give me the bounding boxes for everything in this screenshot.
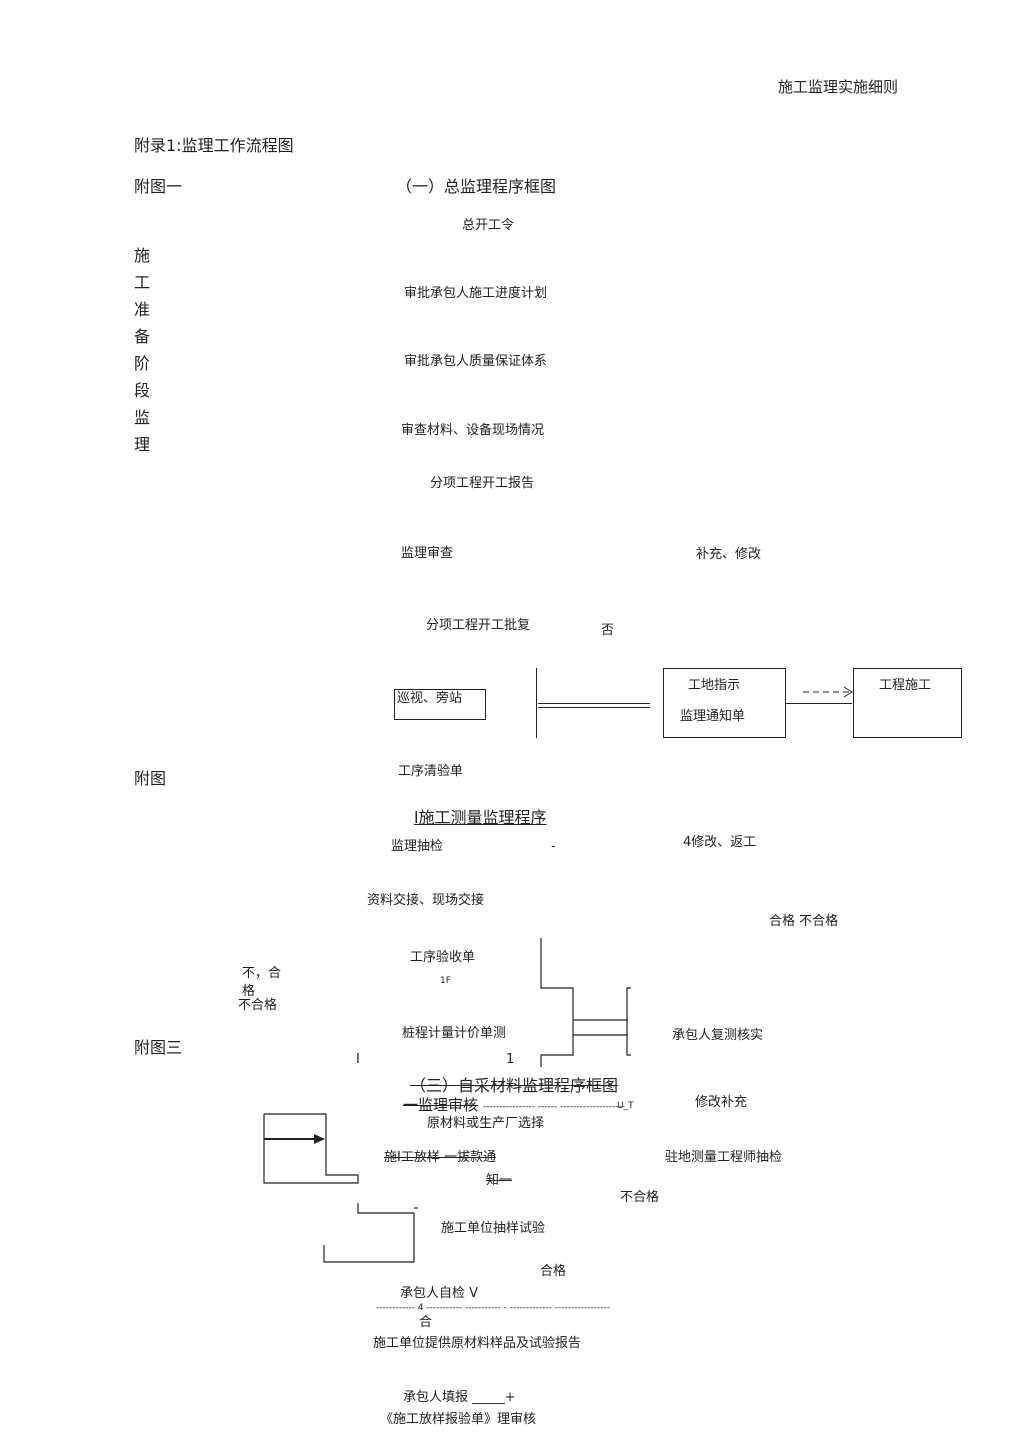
label-not-pass-a: 不，合 bbox=[242, 966, 282, 981]
step-setting-out: 施I工放样 一拔款通 bbox=[384, 1150, 496, 1165]
fig3-heading: （三）自采材料监理程序框图 bbox=[410, 1076, 619, 1095]
step-process-acceptance: 工序验收单 bbox=[410, 950, 476, 965]
step-patrol-standby: 巡视、旁站 bbox=[397, 691, 463, 706]
step-provide-samples-report: 施工单位提供原材料样品及试验报告 bbox=[373, 1336, 582, 1351]
step-supplement-modify: 补充、修改 bbox=[696, 547, 762, 562]
dashed-separator: ------------ 4 ----------- ----------- -… bbox=[376, 1303, 610, 1313]
bracket-line bbox=[323, 1203, 415, 1263]
step-general-start-order: 总开工令 bbox=[462, 218, 515, 233]
step-material-selection: 原材料或生产厂选择 bbox=[427, 1116, 545, 1131]
step-approve-quality-system: 审批承包人质量保证体系 bbox=[404, 354, 548, 369]
step-approve-schedule: 审批承包人施工进度计划 bbox=[404, 286, 548, 301]
frame-line bbox=[263, 1113, 359, 1184]
step-contractor-resurvey: 承包人复测核实 bbox=[672, 1028, 764, 1043]
appendix-title: 附录1:监理工作流程图 bbox=[134, 136, 294, 155]
connector-line bbox=[538, 703, 650, 704]
connector-line bbox=[538, 707, 650, 708]
box-construction bbox=[853, 668, 962, 738]
step-subitem-start-report: 分项工程开工报告 bbox=[430, 476, 535, 491]
label-not-pass-b: 格 bbox=[242, 984, 256, 999]
label-pass: 合格 bbox=[540, 1264, 567, 1279]
phase-char: 准 bbox=[134, 300, 151, 319]
step-process-check-sheet: 工序清验单 bbox=[398, 764, 464, 779]
step-notice-tail: 知一 bbox=[486, 1173, 513, 1188]
fig2-heading: l施工测量监理程序 bbox=[414, 808, 547, 827]
document-header-title: 施工监理实施细则 bbox=[778, 78, 899, 96]
step-construction: 工程施工 bbox=[879, 678, 932, 693]
label-pass-short: 合 bbox=[419, 1315, 433, 1330]
step-data-site-handover: 资料交接、现场交接 bbox=[367, 893, 485, 908]
fig2-label: 附图 bbox=[134, 769, 167, 788]
phase-char: 施 bbox=[134, 246, 151, 265]
divider-line bbox=[536, 668, 537, 738]
small-mark: I bbox=[356, 1052, 360, 1067]
label-not-pass-c: 不合格 bbox=[238, 998, 278, 1013]
dash-mark: - bbox=[551, 839, 556, 854]
step-modify-rework: 4修改、返工 bbox=[683, 835, 757, 850]
phase-char: 阶 bbox=[134, 354, 151, 373]
label-pass-fail: 合格 不合格 bbox=[769, 914, 839, 929]
step-contractor-self-check: 承包人自检 V bbox=[400, 1286, 479, 1301]
arrow-head-icon bbox=[314, 1134, 325, 1144]
phase-label-vertical: 施 工 准 备 阶 段 监 理 bbox=[134, 242, 154, 458]
phase-char: 监 bbox=[134, 408, 151, 427]
dashed-separator: ---------------- ------ ----------------… bbox=[483, 1102, 626, 1112]
bracket-line bbox=[626, 987, 631, 1056]
step-measurement-pricing: 桩程计量计价单测 bbox=[402, 1026, 507, 1041]
box-patrol bbox=[394, 689, 486, 720]
fig3-label: 附图三 bbox=[134, 1038, 183, 1057]
step-site-instruction: 工地指示 bbox=[688, 678, 741, 693]
step-resident-survey-check: 驻地测量工程师抽检 bbox=[665, 1150, 783, 1165]
step-contractor-submit: 承包人填报 _____+ bbox=[403, 1390, 516, 1405]
arrow-head-icon bbox=[843, 686, 853, 698]
label-fail: 不合格 bbox=[620, 1190, 660, 1205]
phase-char: 备 bbox=[134, 327, 151, 346]
step-modify-supplement: 修改补充 bbox=[695, 1095, 748, 1110]
small-mark: 1 bbox=[506, 1052, 515, 1067]
step-supervision-review: 监理审查 bbox=[401, 546, 454, 561]
phase-char: 理 bbox=[134, 435, 151, 454]
step-inspect-materials: 审查材料、设备现场情况 bbox=[401, 423, 545, 438]
bracket-line bbox=[540, 938, 574, 1067]
label-no: 否 bbox=[601, 623, 615, 638]
fig1-heading: （一）总监理程序框图 bbox=[396, 177, 557, 196]
small-mark: 1F bbox=[440, 976, 451, 986]
connector-line bbox=[786, 703, 852, 704]
step-supervision-spot-check: 监理抽检 bbox=[391, 839, 444, 854]
step-setting-out-form-review: 《施工放样报验单》理审核 bbox=[380, 1412, 537, 1427]
step-sampling-test: 施工单位抽样试验 bbox=[441, 1221, 546, 1236]
box-site-instruction bbox=[663, 668, 786, 738]
small-mark: U_T bbox=[617, 1101, 634, 1111]
fig1-label: 附图一 bbox=[134, 177, 183, 196]
step-subitem-start-approval: 分项工程开工批复 bbox=[426, 618, 531, 633]
phase-char: 段 bbox=[134, 381, 151, 400]
step-supervision-audit: 一监理审核 bbox=[403, 1096, 479, 1114]
step-supervision-notice: 监理通知单 bbox=[680, 709, 746, 724]
phase-char: 工 bbox=[134, 273, 151, 292]
